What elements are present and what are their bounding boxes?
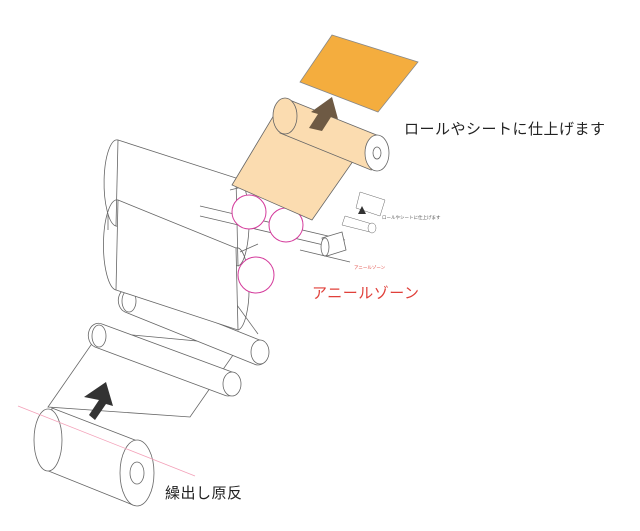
arrow-up-icon [84, 382, 113, 420]
finished-sheet [299, 34, 419, 113]
source-film-label: 繰出し原反 [165, 484, 243, 502]
source-roll [33, 407, 155, 507]
output-roll [272, 97, 390, 172]
anneal-zone-label: アニールゾーン [312, 284, 420, 302]
guide-roller-lower [87, 322, 242, 397]
inset-output-label: ロールやシートに仕上げます [382, 216, 441, 221]
inset-illustration [341, 191, 386, 234]
inset-anneal-label: アニールゾーン [354, 266, 386, 271]
small-shaft-roller [320, 231, 347, 257]
axis-line [17, 405, 196, 477]
back-drum-lower [103, 199, 250, 331]
output-label: ロールやシートに仕上げます [404, 120, 606, 138]
arrow-up-icon-output [309, 97, 338, 131]
anneal-roller-bottom [237, 243, 275, 294]
